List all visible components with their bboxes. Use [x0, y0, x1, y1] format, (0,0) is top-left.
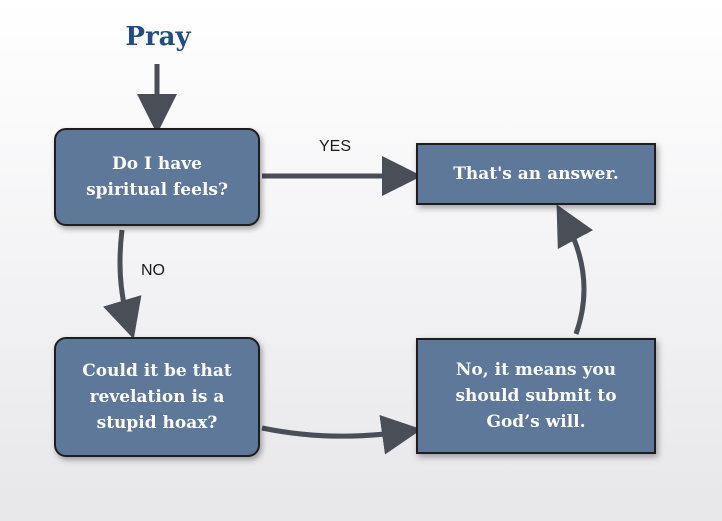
node-submit-gods-will: No, it means you should submit to God’s … [416, 338, 656, 454]
node-line: should submit to [455, 386, 617, 406]
start-label-pray: Pray [125, 22, 191, 52]
arrow-hoax-to-submit [261, 414, 422, 455]
node-line: revelation is a [89, 387, 225, 407]
node-line: That's an answer. [453, 164, 619, 184]
node-line: Could it be that [82, 361, 232, 381]
node-question-spiritual-feels: Do I have spiritual feels? [54, 128, 260, 226]
node-answer: That's an answer. [416, 143, 656, 205]
arrow-no [103, 229, 142, 340]
edge-label-no: NO [141, 262, 165, 279]
node-line: stupid hoax? [96, 413, 218, 433]
arrow-submit-to-answer [556, 204, 594, 335]
node-question-hoax: Could it be that revelation is a stupid … [54, 337, 260, 457]
node-line: Do I have [112, 154, 202, 174]
edge-label-yes: YES [319, 138, 352, 155]
node-line: God’s will. [486, 412, 586, 432]
node-line: No, it means you [455, 360, 617, 380]
node-line: spiritual feels? [86, 180, 228, 200]
